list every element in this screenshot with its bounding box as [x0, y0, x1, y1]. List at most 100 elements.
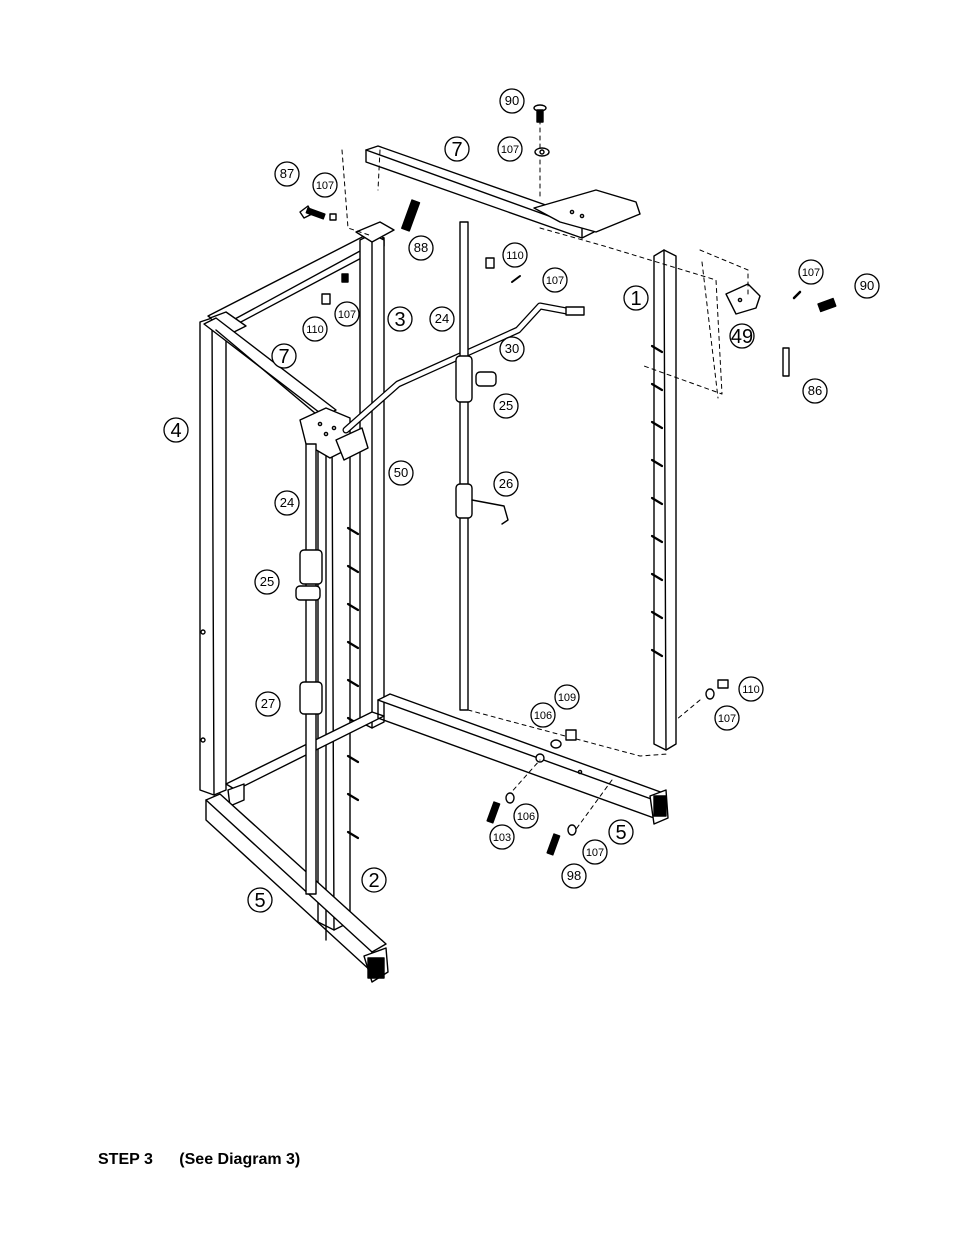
callout-label: 24 [435, 311, 449, 326]
callout-5: 5 [608, 819, 634, 845]
callout-circle [798, 259, 824, 285]
callout-107: 107 [798, 259, 824, 285]
callout-label: 7 [278, 346, 289, 368]
callout-circle [388, 460, 414, 486]
front-guide-rod [305, 443, 317, 895]
left-base-rail [205, 793, 389, 983]
back-guide-rod [459, 221, 469, 711]
callout-110: 110 [502, 242, 528, 268]
callout-circle [582, 839, 608, 865]
callout-label: 24 [280, 495, 294, 510]
callout-circle [387, 306, 413, 332]
callout-circle [499, 336, 525, 362]
back-left-upright [355, 221, 395, 729]
callout-label: 110 [506, 250, 524, 262]
callout-109: 109 [554, 684, 580, 710]
hardware [299, 104, 837, 856]
callout-90: 90 [499, 88, 525, 114]
callout-24: 24 [429, 306, 455, 332]
callout-107: 107 [542, 267, 568, 293]
callout-circle [163, 417, 189, 443]
callout-label: 107 [586, 847, 604, 859]
callout-circle [408, 235, 434, 261]
step-reference: (See Diagram 3) [179, 1151, 301, 1168]
callout-90: 90 [854, 273, 880, 299]
callout-label: 98 [567, 868, 581, 883]
callout-label: 4 [170, 420, 181, 442]
callout-4: 4 [163, 417, 189, 443]
callout-50: 50 [388, 460, 414, 486]
callout-3: 3 [387, 306, 413, 332]
back-carriage [455, 355, 497, 403]
callout-label: 30 [505, 341, 519, 356]
callout-label: 7 [451, 139, 462, 161]
callout-label: 87 [280, 166, 294, 181]
callout-label: 103 [493, 832, 511, 844]
callout-label: 86 [808, 383, 822, 398]
callout-circle [623, 285, 649, 311]
callout-label: 90 [505, 93, 519, 108]
callout-107: 107 [497, 136, 523, 162]
callout-110: 110 [738, 676, 764, 702]
callout-circle [493, 393, 519, 419]
callout-circle [513, 803, 539, 829]
callout-label: 107 [316, 180, 334, 192]
callout-circle [493, 471, 519, 497]
callout-circle [729, 323, 755, 349]
step-number: STEP 3 [98, 1151, 153, 1168]
callout-label: 25 [260, 574, 274, 589]
callout-25: 25 [254, 569, 280, 595]
callout-49: 49 [729, 323, 755, 349]
callout-87: 87 [274, 161, 300, 187]
callout-circle [444, 136, 470, 162]
callout-7: 7 [271, 343, 297, 369]
callout-label: 107 [802, 267, 820, 279]
callout-26: 26 [493, 471, 519, 497]
callout-label: 106 [517, 811, 535, 823]
front-carriage [295, 549, 323, 601]
callout-circle [247, 887, 273, 913]
callout-label: 106 [534, 710, 552, 722]
exploded-guides [341, 119, 749, 833]
callout-circle [334, 301, 360, 327]
callout-label: 107 [501, 144, 519, 156]
callout-circle [489, 824, 515, 850]
callout-circle [361, 867, 387, 893]
callout-label: 107 [546, 275, 564, 287]
callout-circle [274, 490, 300, 516]
callout-98: 98 [561, 863, 587, 889]
callout-circle [429, 306, 455, 332]
callout-27: 27 [255, 691, 281, 717]
diagonal-top-brace [203, 317, 337, 425]
callout-label: 50 [394, 465, 408, 480]
callout-106: 106 [530, 702, 556, 728]
callout-circle [802, 378, 828, 404]
callout-88: 88 [408, 235, 434, 261]
callout-label: 3 [394, 309, 405, 331]
callout-106: 106 [513, 803, 539, 829]
callout-label: 2 [368, 870, 379, 892]
callout-circle [530, 702, 556, 728]
callout-107: 107 [582, 839, 608, 865]
callout-label: 110 [742, 684, 760, 696]
callout-86: 86 [802, 378, 828, 404]
callout-7: 7 [444, 136, 470, 162]
callout-circle [738, 676, 764, 702]
left-front-upright [199, 317, 227, 796]
callout-circle [271, 343, 297, 369]
front-lower-carriage [299, 681, 323, 715]
right-base-rail [377, 693, 669, 825]
callout-25: 25 [493, 393, 519, 419]
callout-label: 5 [615, 822, 626, 844]
callout-circle [255, 691, 281, 717]
callout-circle [274, 161, 300, 187]
front-main-upright [317, 431, 351, 941]
callout-label: 5 [254, 890, 265, 912]
callout-circle [302, 316, 328, 342]
callout-circle [312, 172, 338, 198]
callout-2: 2 [361, 867, 387, 893]
callout-circle [254, 569, 280, 595]
callout-107: 107 [714, 705, 740, 731]
